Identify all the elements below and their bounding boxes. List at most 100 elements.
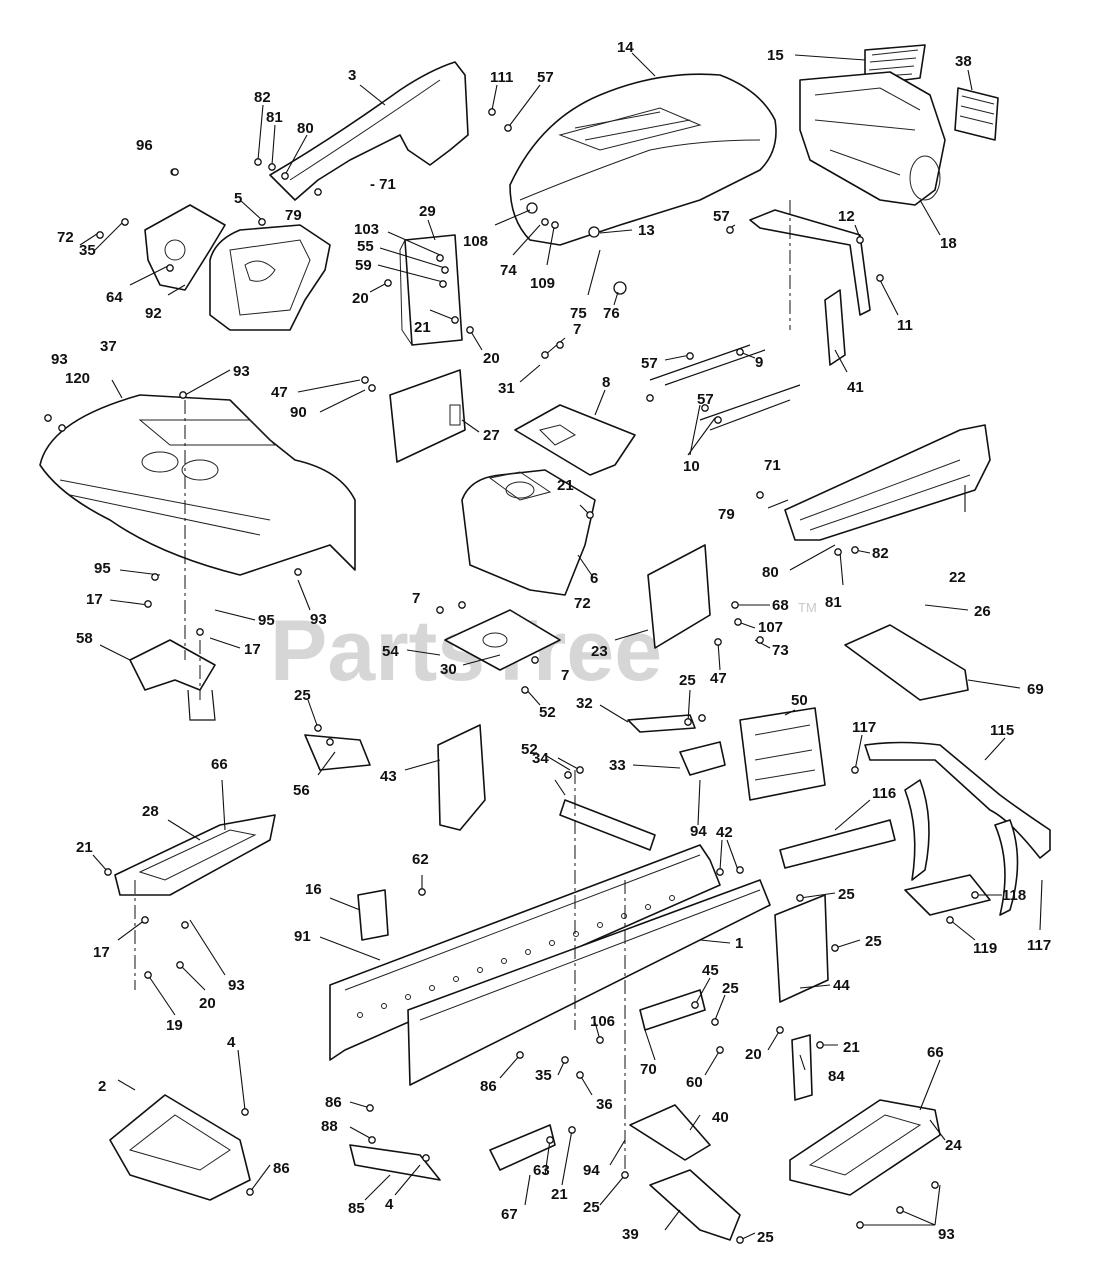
fastener-3 xyxy=(314,188,322,196)
fastener-40 xyxy=(834,548,842,556)
callout-59: 59 xyxy=(355,257,372,274)
callout-94: 94 xyxy=(583,1162,600,1179)
callout-57: 57 xyxy=(537,69,554,86)
fastener-15 xyxy=(551,221,559,229)
callout-108: 108 xyxy=(463,233,488,250)
fastener-26 xyxy=(714,416,722,424)
part-76-nut xyxy=(613,281,627,295)
part-9-link xyxy=(649,344,801,431)
callout-11: 11 xyxy=(897,317,913,334)
part-5-dash-console xyxy=(209,224,331,331)
callout-21: 21 xyxy=(557,477,574,494)
fastener-31 xyxy=(361,376,369,384)
part-40-bracket xyxy=(629,1104,711,1161)
callout-21: 21 xyxy=(414,319,431,336)
fastener-32 xyxy=(368,384,376,392)
fastener-21 xyxy=(541,351,549,359)
callout-93: 93 xyxy=(228,977,245,994)
callout-6: 6 xyxy=(590,570,598,587)
part-18-hood-housing xyxy=(799,71,946,206)
fastener-78 xyxy=(366,1104,374,1112)
callout-3: 3 xyxy=(348,67,356,84)
callout-57: 57 xyxy=(697,391,714,408)
callout-2: 2 xyxy=(98,1078,106,1095)
rail-hole-5 xyxy=(477,967,483,973)
callout-90: 90 xyxy=(290,404,307,421)
callout-70: 70 xyxy=(640,1061,657,1078)
callout-69: 69 xyxy=(1027,681,1044,698)
callout-26: 26 xyxy=(974,603,991,620)
callout-numbers: 3 111 57 14 15 38 82 81 80 96 - 71 79 5 … xyxy=(51,39,1051,1246)
callout-118: 118 xyxy=(1002,887,1026,904)
callout-109: 109 xyxy=(530,275,555,292)
callout-20: 20 xyxy=(352,290,369,307)
part-43-bracket xyxy=(437,724,486,831)
callout-22: 22 xyxy=(949,569,966,586)
callout-47: 47 xyxy=(710,670,727,687)
callout-39: 39 xyxy=(622,1226,639,1243)
fastener-6 xyxy=(121,218,129,226)
fastener-28 xyxy=(44,414,52,422)
fastener-64 xyxy=(141,916,149,924)
callout-4: 4 xyxy=(227,1034,236,1051)
callout-21: 21 xyxy=(843,1039,860,1056)
fastener-62 xyxy=(831,944,839,952)
callout-37: 37 xyxy=(100,338,117,355)
callout-79: 79 xyxy=(718,506,735,523)
callout-80: 80 xyxy=(762,564,779,581)
callout-106: 106 xyxy=(590,1013,615,1030)
fastener-46 xyxy=(458,601,466,609)
callout-33: 33 xyxy=(609,757,626,774)
part-28-footrest xyxy=(114,814,276,896)
fastener-14 xyxy=(541,218,549,226)
part-13-grommet xyxy=(588,226,600,238)
fastener-29 xyxy=(58,424,66,432)
callout-93: 93 xyxy=(938,1226,955,1243)
callout-82: 82 xyxy=(254,89,271,106)
fastener-2 xyxy=(281,172,289,180)
part-12-hood-bracket xyxy=(749,209,871,366)
fastener-89 xyxy=(171,168,179,176)
callout-50: 50 xyxy=(791,692,808,709)
callout-67: 67 xyxy=(501,1206,518,1223)
callout-12: 12 xyxy=(838,208,855,225)
part-32-rod xyxy=(627,714,696,733)
fastener-50 xyxy=(326,738,334,746)
callout-115: 115 xyxy=(990,722,1014,739)
fastener-9 xyxy=(441,266,449,274)
fastener-71 xyxy=(776,1026,784,1034)
fastener-5 xyxy=(96,231,104,239)
callout-79: 79 xyxy=(285,207,302,224)
callout-21: 21 xyxy=(76,839,93,856)
fastener-44 xyxy=(294,568,302,576)
rail-hole-10 xyxy=(597,922,603,928)
callout-14: 14 xyxy=(617,39,634,56)
fastener-56 xyxy=(104,868,112,876)
callout-25: 25 xyxy=(838,886,855,903)
fastener-43 xyxy=(196,628,204,636)
fastener-65 xyxy=(181,921,189,929)
part-27-plate xyxy=(389,369,466,463)
callout-8: 8 xyxy=(602,374,610,391)
part-38-grille-insert xyxy=(954,87,999,141)
callout-116: 116 xyxy=(872,785,896,802)
part-56-bracket xyxy=(304,734,371,771)
callout-17: 17 xyxy=(244,641,261,658)
callout-32: 32 xyxy=(576,695,593,712)
fastener-70 xyxy=(596,1036,604,1044)
callout-25: 25 xyxy=(722,980,739,997)
assembly-center-lines xyxy=(134,200,791,1180)
callout-20: 20 xyxy=(199,995,216,1012)
rail-hole-11 xyxy=(621,913,627,919)
callout-86: 86 xyxy=(325,1094,342,1111)
fastener-63 xyxy=(946,916,954,924)
fastener-88 xyxy=(246,1188,254,1196)
rail-hole-0 xyxy=(357,1012,363,1018)
callout-5: 5 xyxy=(234,190,242,207)
callout-76: 76 xyxy=(603,305,620,322)
callout-71: 71 xyxy=(764,457,781,474)
fastener-35 xyxy=(734,618,742,626)
callout-63: 63 xyxy=(533,1162,550,1179)
callout-18: 18 xyxy=(940,235,957,252)
callout-119: 119 xyxy=(973,940,997,957)
